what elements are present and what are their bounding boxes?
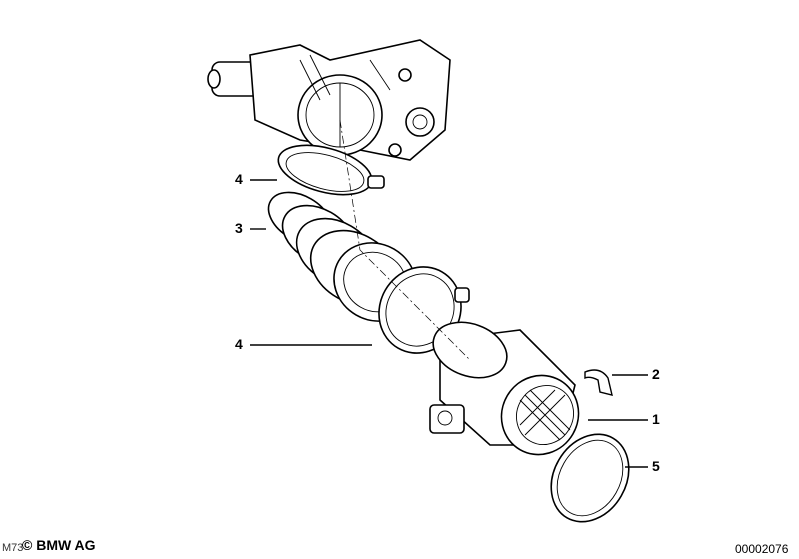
callout-4-upper: 4 xyxy=(235,171,243,187)
copyright: © BMW AG xyxy=(22,537,96,553)
hose-clamp-upper xyxy=(277,144,385,196)
diagram-number: 00002076 xyxy=(735,542,789,556)
callout-1: 1 xyxy=(652,411,660,427)
leader-lines xyxy=(250,179,648,468)
sealing-ring xyxy=(550,433,630,523)
callout-5: 5 xyxy=(652,458,660,474)
air-mass-meter xyxy=(429,321,580,456)
callout-3: 3 xyxy=(235,220,243,236)
clip xyxy=(584,369,613,396)
callout-4-lower: 4 xyxy=(235,336,243,352)
callout-2: 2 xyxy=(652,366,660,382)
model-code: M73 xyxy=(2,542,24,554)
throttle-body xyxy=(207,39,451,161)
